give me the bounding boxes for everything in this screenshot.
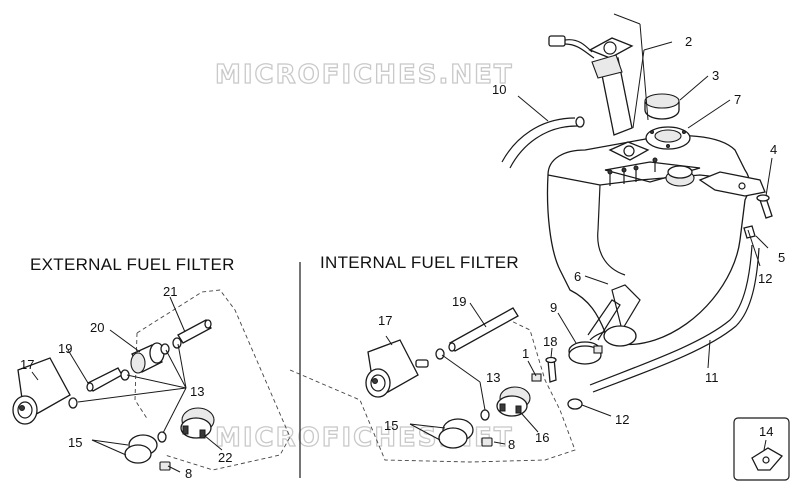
fuel-pump-22 (180, 407, 215, 439)
callout-13-external: 13 (190, 384, 204, 399)
callout-4: 4 (770, 142, 777, 157)
callout-5: 5 (778, 250, 785, 265)
callout-1: 1 (522, 346, 529, 361)
fuel-filter-16 (496, 386, 531, 417)
callout-3: 3 (712, 68, 719, 83)
callout-19-external: 19 (58, 341, 72, 356)
clip-12-lower (567, 398, 583, 410)
nut-8-internal (481, 437, 493, 447)
callout-21: 21 (163, 284, 177, 299)
fuel-pipe-19-internal (448, 307, 519, 352)
nut-1 (531, 373, 542, 382)
tank-bracket (698, 171, 766, 197)
callout-15-internal: 15 (384, 418, 398, 433)
callout-20: 20 (90, 320, 104, 335)
fuel-filter-20 (130, 342, 165, 374)
callout-22: 22 (218, 450, 232, 465)
filler-ring (645, 126, 691, 150)
callout-14: 14 (759, 424, 773, 439)
callout-16: 16 (535, 430, 549, 445)
callout-7: 7 (734, 92, 741, 107)
callout-18: 18 (543, 334, 557, 349)
callout-2: 2 (685, 34, 692, 49)
hose-clamp (568, 341, 603, 365)
callout-12-upper: 12 (758, 271, 772, 286)
vent-hose (501, 117, 576, 163)
callout-15-external: 15 (68, 435, 82, 450)
callout-19-internal: 19 (452, 294, 466, 309)
clamps-13-external (68, 337, 182, 443)
fuel-tank (546, 135, 766, 347)
leader-lines (31, 13, 773, 473)
fuel-pump-sender (548, 35, 634, 136)
external-group-outline (136, 289, 291, 471)
fuel-cap (644, 93, 680, 120)
bolt-18 (545, 356, 557, 383)
sender-connector (548, 35, 566, 47)
inset-box (733, 417, 790, 481)
callout-6: 6 (574, 269, 581, 284)
tank-studs (607, 157, 658, 186)
callout-9: 9 (550, 300, 557, 315)
callout-12-lower: 12 (615, 412, 629, 427)
external-filter-heading: EXTERNAL FUEL FILTER (30, 255, 235, 274)
internal-filter-heading: INTERNAL FUEL FILTER (320, 253, 519, 272)
internal-group-outline (289, 317, 576, 463)
tank-outlet-flange (603, 325, 637, 347)
callout-8-external: 8 (185, 466, 192, 481)
fuel-pipe-19-external (86, 367, 123, 392)
callout-17-external: 17 (20, 357, 34, 372)
callout-8-internal: 8 (508, 437, 515, 452)
watermark-top: MICROFICHES.NET (215, 60, 514, 90)
fuel-pipe-21 (177, 319, 212, 344)
o-rings-15-external (124, 434, 158, 464)
nut-8-external (159, 461, 171, 471)
o-rings-15-internal (438, 418, 474, 449)
pump-gasket (608, 141, 650, 161)
fuel-pump-17-internal (365, 339, 429, 398)
mounting-screw (756, 194, 773, 219)
clamps-13-internal (435, 348, 490, 421)
fuel-pump-17-external (12, 357, 71, 425)
callout-10: 10 (492, 82, 506, 97)
callout-17-internal: 17 (378, 313, 392, 328)
callout-numbers: 2 3 7 10 4 5 12 6 9 11 1 18 12 14 21 20 … (20, 34, 785, 481)
bracket-14 (751, 447, 784, 471)
drain-hose (589, 244, 753, 386)
callout-13-internal: 13 (486, 370, 500, 385)
callout-11: 11 (705, 370, 719, 385)
mounting-nut (743, 225, 756, 239)
